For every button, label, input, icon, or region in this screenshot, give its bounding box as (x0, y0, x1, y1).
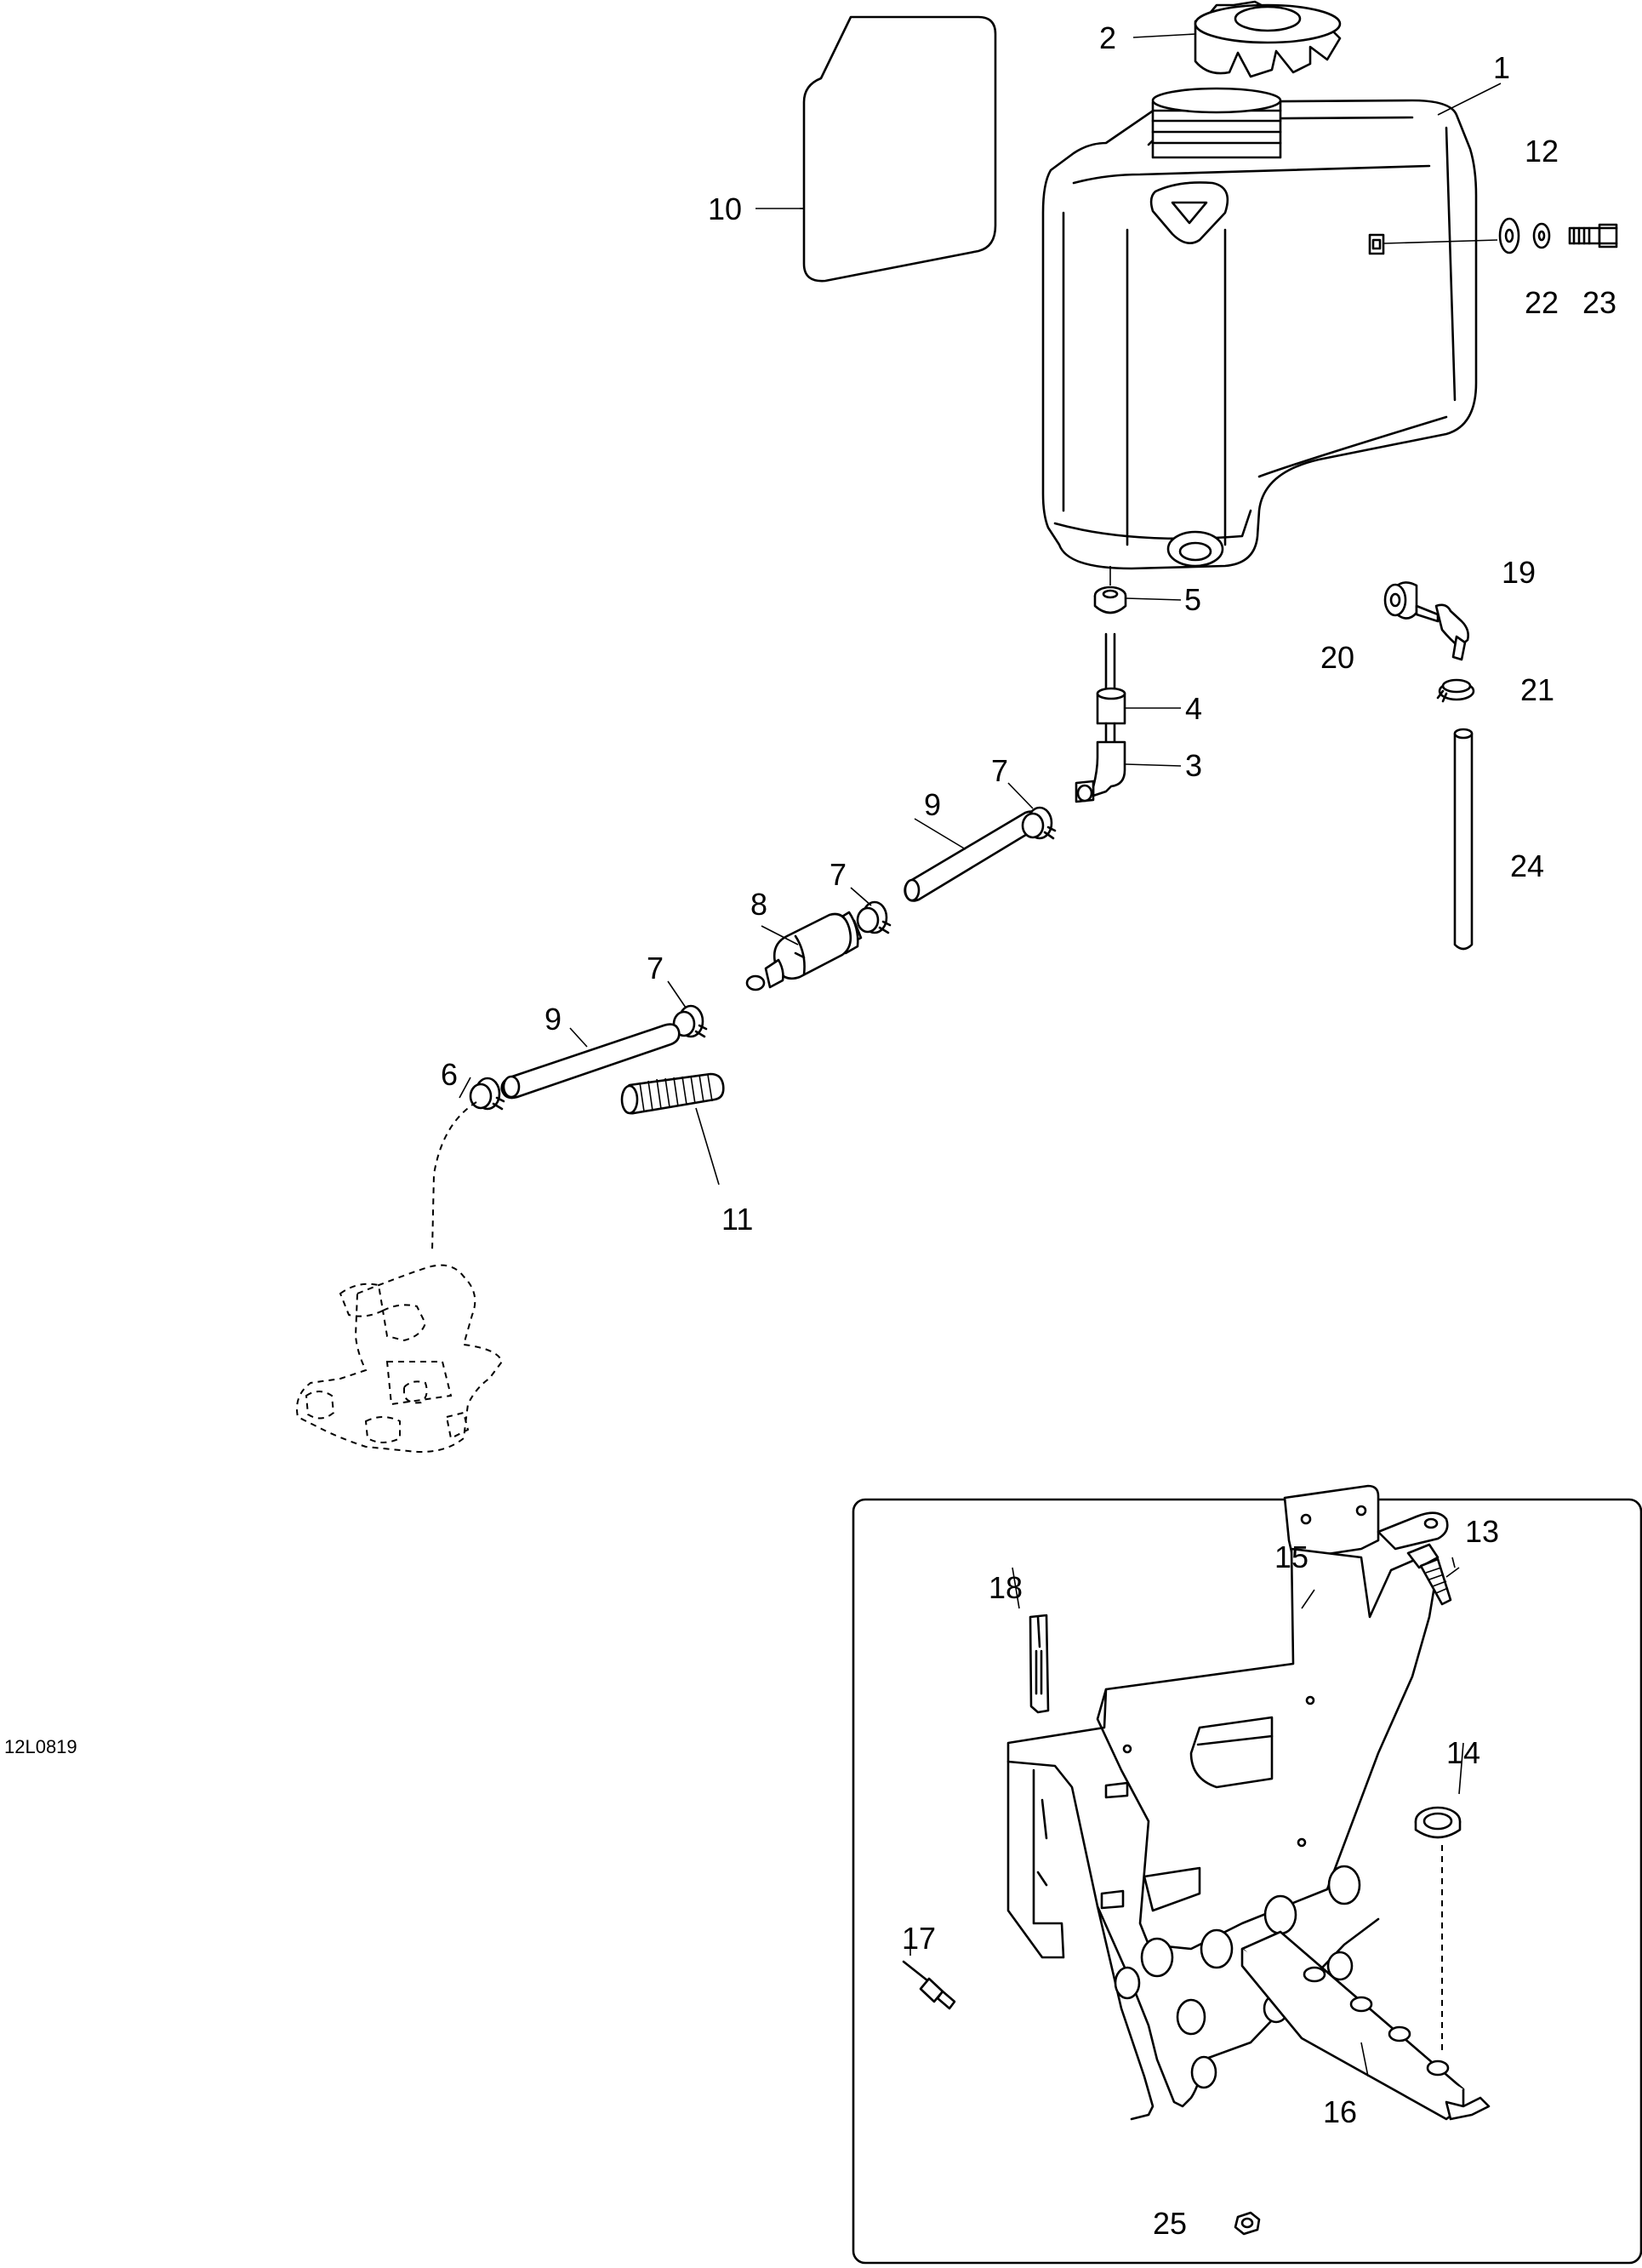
vent-elbow (1383, 581, 1469, 661)
callout-9-upper: 9 (924, 787, 941, 822)
callout-22: 22 (1525, 285, 1559, 320)
nut-25 (1234, 2211, 1261, 2236)
decal (802, 15, 997, 283)
screw-13 (1406, 1543, 1452, 1606)
callout-17: 17 (902, 1921, 936, 1956)
inline-filter (745, 911, 863, 991)
dashed-connection-line (431, 1101, 477, 1252)
pickup-and-elbow (1075, 632, 1126, 803)
callout-10: 10 (708, 191, 742, 226)
grommet-14 (1414, 1806, 1462, 1839)
callout-2: 2 (1099, 20, 1116, 55)
carburetor-ghost (296, 1264, 504, 1453)
callout-7-lower: 7 (647, 951, 664, 985)
support-rail (1240, 1930, 1491, 2121)
clamp-21 (1436, 678, 1475, 703)
callout-4: 4 (1185, 691, 1202, 726)
callout-7-middle: 7 (830, 857, 847, 892)
callout-15: 15 (1274, 1540, 1308, 1574)
callout-8: 8 (750, 887, 767, 922)
callout-3: 3 (1185, 748, 1202, 783)
hose-lower (500, 1023, 681, 1100)
vent-tube (1453, 728, 1474, 951)
callout-16: 16 (1323, 2094, 1357, 2129)
callout-6: 6 (441, 1057, 458, 1092)
oil-tank (1041, 87, 1478, 570)
callout-18: 18 (989, 1570, 1023, 1605)
callout-19: 19 (1502, 555, 1536, 590)
callout-9-lower: 9 (544, 1002, 562, 1037)
callout-1: 1 (1493, 50, 1510, 85)
mounting-bracket (1006, 1484, 1449, 2121)
callout-7-upper: 7 (991, 753, 1008, 788)
clamp-middle (856, 900, 892, 934)
fitting-hardware (1498, 217, 1618, 254)
callout-21: 21 (1520, 672, 1554, 707)
callout-14: 14 (1446, 1735, 1480, 1770)
grommet-5 (1093, 586, 1127, 614)
callout-25: 25 (1153, 2206, 1187, 2241)
inset-frame (852, 1498, 1642, 2265)
clip-18 (1029, 1614, 1050, 1714)
tank-cap (1194, 0, 1342, 78)
callout-13: 13 (1465, 1514, 1499, 1549)
clamp-6 (469, 1077, 505, 1111)
callout-23: 23 (1582, 285, 1616, 320)
callout-24: 24 (1510, 848, 1544, 883)
callout-12: 12 (1525, 134, 1559, 169)
rivet-17 (902, 1960, 956, 2010)
callouts: 1 2 10 12 22 23 5 19 20 21 4 3 7 9 24 7 … (4, 20, 1616, 2241)
spring-guard (620, 1072, 725, 1115)
callout-20: 20 (1320, 640, 1354, 675)
clamp-upper (1021, 806, 1057, 840)
callout-11: 11 (721, 1202, 753, 1237)
reference-code: 12L0819 (4, 1736, 77, 1757)
callout-5: 5 (1184, 582, 1201, 617)
leader-lines (459, 33, 1502, 2077)
